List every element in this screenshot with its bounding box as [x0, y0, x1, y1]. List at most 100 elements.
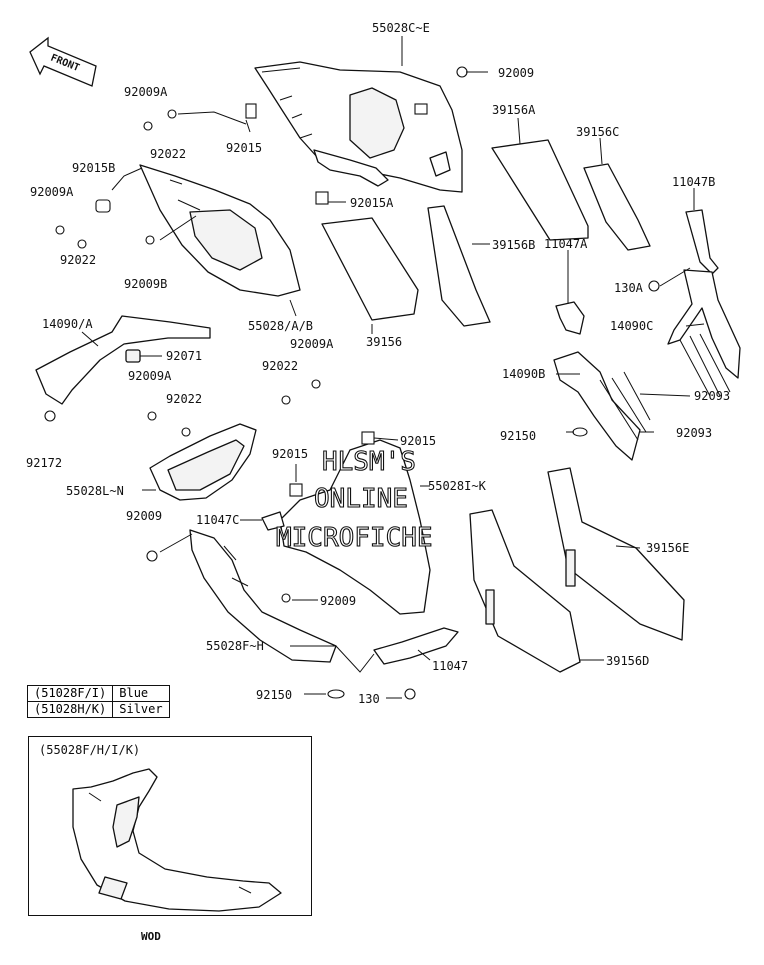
label-11047C: 11047C: [196, 513, 239, 527]
label-39156C: 39156C: [576, 125, 619, 139]
label-55028-AB: 55028/A/B: [248, 319, 313, 333]
lower-fairing-55028F: [189, 529, 337, 663]
inset-fairing-drawing: [72, 768, 282, 912]
cover-14090A: [35, 315, 211, 405]
bracket-11047A: [555, 301, 585, 335]
clip-92015-icon: [245, 103, 257, 119]
label-92015-2: 92015: [272, 447, 308, 461]
bracket-11047B: [685, 209, 719, 275]
label-92071: 92071: [166, 349, 202, 363]
bolt-92009A-icon: [143, 121, 153, 131]
label-92150-2: 92150: [256, 688, 292, 702]
label-92015B: 92015B: [72, 161, 115, 175]
grille-55028L: [149, 423, 257, 501]
fasteners: [44, 66, 660, 700]
label-55028I: 55028I~K: [428, 479, 487, 493]
front-arrow-icon: FRONT: [29, 36, 97, 87]
bracket-14090B: [553, 351, 641, 461]
washer-92022-2-icon: [77, 239, 87, 249]
label-92009A-4: 92009A: [128, 369, 172, 383]
label-92009-mid: 92009: [126, 509, 162, 523]
side-fairing-55028: [139, 164, 301, 297]
bracket-11047: [373, 627, 459, 665]
bolt-92009A-4-icon: [147, 411, 157, 421]
label-130: 130: [358, 692, 380, 706]
label-92009A-2: 92009A: [30, 185, 74, 199]
label-11047B: 11047B: [672, 175, 715, 189]
label-11047: 11047: [432, 659, 468, 673]
label-92015-1: 92015: [226, 141, 262, 155]
watermark-line-3: MICROFICHE: [276, 523, 433, 553]
grommet-92150-icon: [572, 427, 588, 437]
label-55028L: 55028L~N: [66, 484, 124, 498]
grommet-92150-2-icon: [327, 689, 345, 699]
color-code: (51028H/K): [26, 701, 114, 718]
strut-92093-lower: [599, 371, 651, 441]
label-92022-4: 92022: [166, 392, 202, 406]
panel-39156E-slot: [565, 549, 576, 587]
color-row: (51028F/I) Blue: [26, 685, 170, 702]
panel-39156: [321, 217, 419, 321]
label-92150-1: 92150: [500, 429, 536, 443]
label-92022-1: 92022: [150, 147, 186, 161]
bolt-130-icon: [404, 688, 416, 700]
label-39156A: 39156A: [492, 103, 536, 117]
label-92015A: 92015A: [350, 196, 394, 210]
watermark-line-2: ONLINE: [314, 484, 408, 514]
label-92022-2: 92022: [60, 253, 96, 267]
label-55028F: 55028F~H: [206, 639, 264, 653]
bolt-92009A-3-icon: [311, 379, 321, 389]
label-130A: 130A: [614, 281, 644, 295]
panel-39156E: [547, 467, 685, 641]
inset-caption: WOD: [141, 930, 161, 943]
label-92009-top: 92009: [498, 66, 534, 80]
label-55028C: 55028C~E: [372, 21, 430, 35]
washer-92022-icon: [167, 109, 177, 119]
label-92022-3: 92022: [262, 359, 298, 373]
label-92093-1: 92093: [694, 389, 730, 403]
inset-panel: (55028F/H/I/K): [28, 736, 312, 916]
bolt-92009-mid-icon: [146, 550, 158, 562]
label-14090B: 14090B: [502, 367, 545, 381]
color-row: (51028H/K) Silver: [26, 701, 170, 718]
bolt-92009A-2-icon: [55, 225, 65, 235]
label-92009-low: 92009: [320, 594, 356, 608]
grommet-92071-icon: [125, 349, 141, 363]
panel-39156D-slot: [485, 589, 495, 625]
color-name: Silver: [112, 701, 170, 718]
leader-lines: [81, 36, 705, 699]
duct-55028I: [279, 439, 431, 615]
strut-92093-upper: [679, 333, 731, 397]
bracket-11047C-icon: [261, 511, 285, 531]
panel-39156B: [427, 205, 491, 327]
label-11047A: 11047A: [544, 237, 588, 251]
grommet-92015B-icon: [95, 199, 111, 213]
clip-92015-2-icon: [289, 483, 303, 497]
panel-39156A: [491, 139, 589, 241]
bolt-92009-icon: [456, 66, 468, 78]
label-92172: 92172: [26, 456, 62, 470]
washer-92022-4-icon: [181, 427, 191, 437]
label-39156D: 39156D: [606, 654, 649, 668]
label-39156E: 39156E: [646, 541, 689, 555]
label-39156B: 39156B: [492, 238, 535, 252]
label-14090A: 14090/A: [42, 317, 93, 331]
label-92093-2: 92093: [676, 426, 712, 440]
bolt-92009-low-icon: [281, 593, 291, 603]
clip-92015-3-icon: [361, 431, 375, 445]
label-39156: 39156: [366, 335, 402, 349]
washer-92022-3-icon: [281, 395, 291, 405]
inset-title: (55028F/H/I/K): [39, 743, 141, 757]
bolt-92009B-icon: [145, 235, 155, 245]
bolt-130A-icon: [648, 280, 660, 292]
upper-fairing-55028C: [254, 61, 463, 193]
bracket-14090C: [667, 269, 741, 379]
screw-92172-icon: [44, 410, 56, 422]
color-name: Blue: [112, 685, 170, 702]
panel-39156D: [469, 509, 581, 673]
panel-39156C: [583, 163, 651, 251]
label-14090C: 14090C: [610, 319, 653, 333]
watermark-line-1: HLSM'S: [322, 447, 416, 477]
clip-92015A-icon: [315, 191, 329, 205]
